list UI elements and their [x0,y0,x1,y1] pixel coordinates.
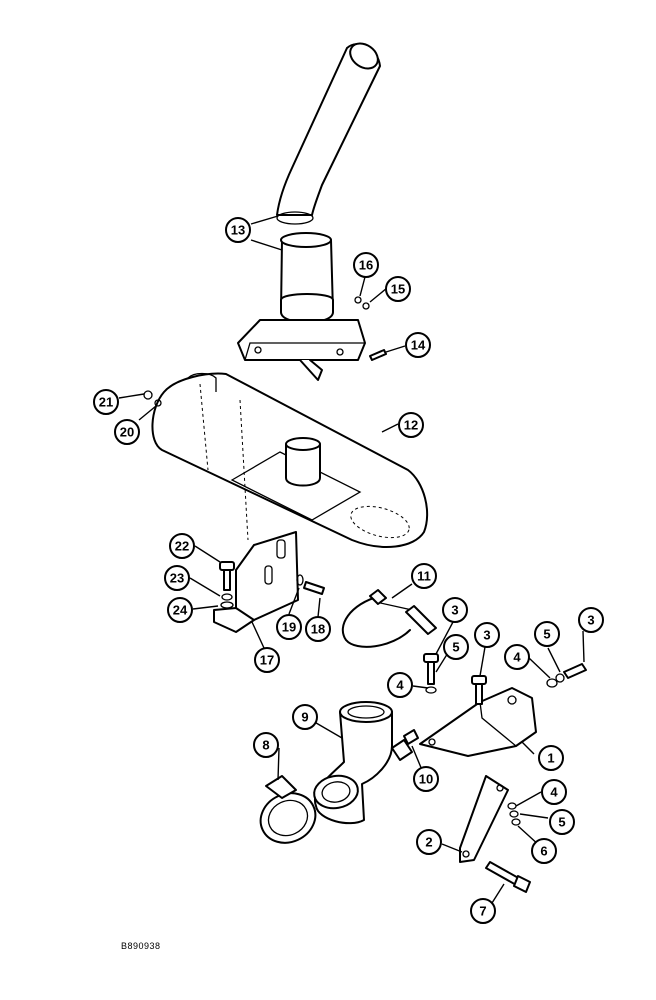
callout: 8 [253,732,279,758]
callout-label: 5 [558,815,565,830]
callout-label: 21 [99,395,113,410]
callout-label: 17 [260,653,274,668]
callout-label: 20 [120,425,134,440]
callout: 22 [169,533,195,559]
callout: 9 [292,704,318,730]
exhaust-stack-lower [237,232,366,381]
callout-label: 18 [311,622,325,637]
callout: 6 [531,838,557,864]
callout-label: 14 [411,338,426,353]
callout: 4 [504,644,530,670]
callout-label: 12 [404,418,418,433]
callout: 13 [225,217,251,243]
callout-label: 15 [391,282,405,297]
callout: 24 [167,597,193,623]
callout: 4 [541,779,567,805]
callout-label: 22 [175,539,189,554]
callout-label: 19 [282,620,296,635]
muffler [151,372,429,548]
muffler-support-bracket [213,531,299,633]
callout: 5 [443,634,469,660]
callout: 5 [534,621,560,647]
callout-label: 3 [451,603,458,618]
callout-label: 8 [262,738,269,753]
callout-label: 10 [419,772,433,787]
callout-label: 11 [417,569,431,584]
callout-label: 7 [479,904,486,919]
callout-label: 16 [359,258,373,273]
callout-label: 6 [540,844,547,859]
leader-lines [118,215,585,904]
callout: 17 [254,647,280,673]
callout-label: 24 [173,603,188,618]
callout: 21 [93,389,119,415]
hardware-fasteners [143,296,587,893]
callout: 3 [578,607,604,633]
callout: 3 [442,597,468,623]
callout: 14 [405,332,431,358]
exhaust-elbow [313,701,413,825]
callout-label: 9 [301,710,308,725]
callout: 12 [398,412,424,438]
callout: 18 [305,616,331,642]
callout: 7 [470,898,496,924]
callout: 23 [164,565,190,591]
callout-label: 4 [550,785,558,800]
callout-label: 4 [513,650,521,665]
callout: 15 [385,276,411,302]
callout-label: 3 [587,613,594,628]
callout: 20 [114,419,140,445]
callout-label: 5 [543,627,550,642]
callout: 5 [549,809,575,835]
figure-id: B890938 [121,941,161,951]
callout-label: 3 [483,628,490,643]
u-bolt-clamp [341,589,437,648]
callout: 3 [474,622,500,648]
callout: 19 [276,614,302,640]
callout: 4 [387,672,413,698]
callout-label: 5 [452,640,459,655]
callout: 2 [416,829,442,855]
band-clamp [259,775,317,844]
callout: 10 [413,766,439,792]
callout-label: 2 [425,835,432,850]
callout: 16 [353,252,379,278]
callout: 1 [538,745,564,771]
support-strap [459,775,509,863]
callout-label: 1 [547,751,554,766]
callout: 11 [411,563,437,589]
exhaust-stack-upper [276,42,381,225]
callout-label: 23 [170,571,184,586]
mounting-bracket [419,687,537,757]
callout-label: 4 [396,678,404,693]
callout-label: 13 [231,223,245,238]
